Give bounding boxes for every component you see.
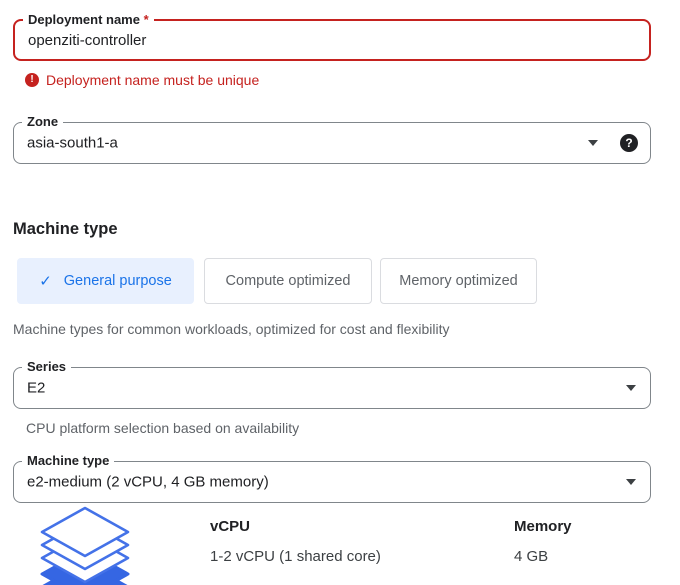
vcpu-value: 1-2 vCPU (1 shared core) <box>210 548 381 565</box>
series-value: E2 <box>27 379 46 397</box>
deployment-name-field[interactable]: Deployment name * <box>13 12 651 61</box>
layers-icon <box>40 506 130 585</box>
checkmark-icon: ✓ <box>39 273 52 290</box>
cpu-platform-helper: CPU platform selection based on availabi… <box>26 420 300 436</box>
tab-label: General purpose <box>63 273 172 289</box>
machine-type-value: e2-medium (2 vCPU, 4 GB memory) <box>27 473 269 491</box>
memory-value: 4 GB <box>514 548 549 565</box>
vcpu-column-header: vCPU <box>210 518 251 535</box>
deployment-name-input[interactable] <box>15 21 649 59</box>
machine-type-select[interactable]: Machine type e2-medium (2 vCPU, 4 GB mem… <box>13 453 651 503</box>
chevron-down-icon <box>626 479 636 485</box>
zone-select[interactable]: Zone asia-south1-a ? <box>13 114 651 164</box>
tab-label: Compute optimized <box>225 273 351 289</box>
tab-memory-optimized[interactable]: Memory optimized <box>380 258 537 304</box>
series-label: Series <box>22 359 72 375</box>
tab-compute-optimized[interactable]: Compute optimized <box>204 258 372 304</box>
zone-value: asia-south1-a <box>27 134 118 152</box>
series-select[interactable]: Series E2 <box>13 359 651 409</box>
machine-type-heading: Machine type <box>13 220 118 238</box>
error-message: Deployment name must be unique <box>46 72 260 88</box>
required-asterisk: * <box>143 12 149 27</box>
memory-column-header: Memory <box>514 518 572 535</box>
tab-label: Memory optimized <box>399 273 518 289</box>
help-icon[interactable]: ? <box>620 134 638 152</box>
machine-type-label: Machine type <box>22 453 115 469</box>
machine-type-description: Machine types for common workloads, opti… <box>13 321 450 337</box>
error-icon: ! <box>25 73 39 87</box>
chevron-down-icon <box>588 140 598 146</box>
deployment-name-error: ! Deployment name must be unique <box>25 72 259 88</box>
chevron-down-icon <box>626 385 636 391</box>
tab-general-purpose[interactable]: ✓ General purpose <box>17 258 194 304</box>
zone-label: Zone <box>22 114 64 130</box>
